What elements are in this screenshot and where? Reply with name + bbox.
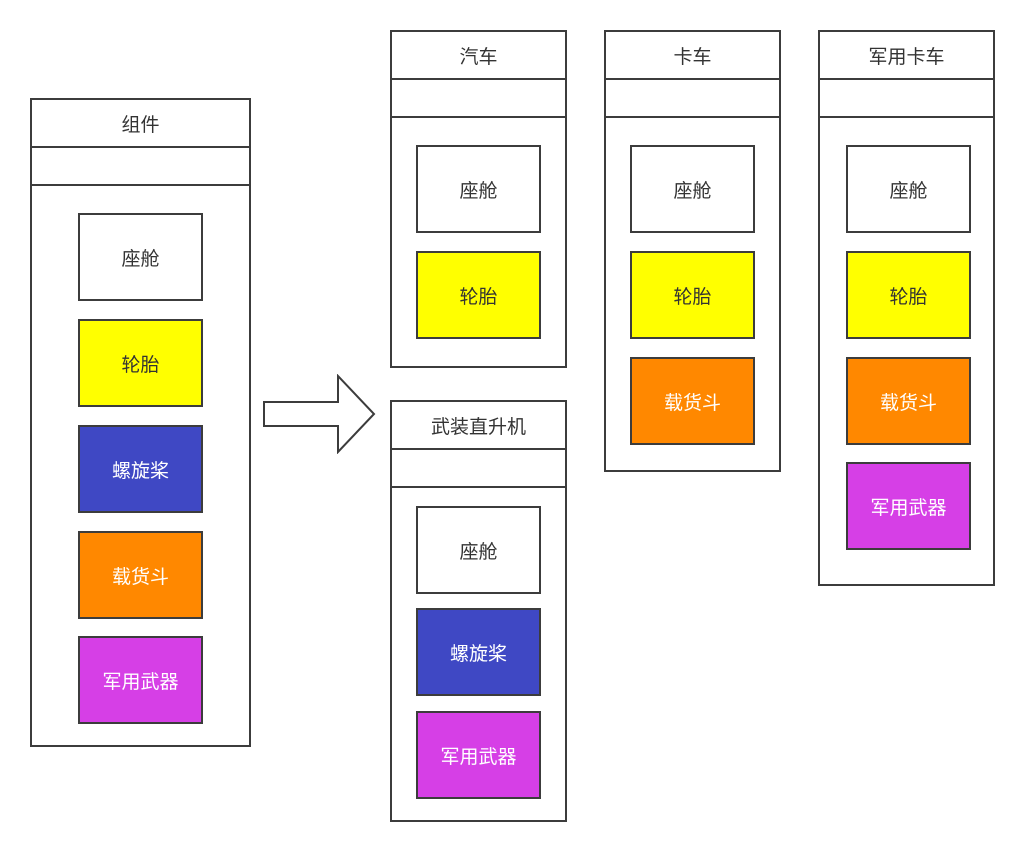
- truck-panel-title: 卡车: [606, 32, 779, 80]
- military-truck-weapon-block: 军用武器: [846, 462, 971, 550]
- car-panel-attributes: [392, 80, 565, 118]
- component-cockpit-block: 座舱: [78, 213, 203, 301]
- components-panel: 组件 座舱 轮胎 螺旋桨 载货斗 军用武器: [30, 98, 251, 747]
- components-panel-title: 组件: [32, 100, 249, 148]
- truck-tire-block: 轮胎: [630, 251, 755, 339]
- component-tire-block: 轮胎: [78, 319, 203, 407]
- helicopter-panel-title: 武装直升机: [392, 402, 565, 450]
- component-cargo-bed-block: 载货斗: [78, 531, 203, 619]
- military-truck-cockpit-block: 座舱: [846, 145, 971, 233]
- truck-cargo-bed-block: 载货斗: [630, 357, 755, 445]
- helicopter-cockpit-block: 座舱: [416, 506, 541, 594]
- truck-panel-attributes: [606, 80, 779, 118]
- components-panel-attributes: [32, 148, 249, 186]
- military-truck-cargo-bed-block: 载货斗: [846, 357, 971, 445]
- helicopter-panel: 武装直升机 座舱 螺旋桨 军用武器: [390, 400, 567, 822]
- car-cockpit-block: 座舱: [416, 145, 541, 233]
- military-truck-tire-block: 轮胎: [846, 251, 971, 339]
- car-panel-title: 汽车: [392, 32, 565, 80]
- car-tire-block: 轮胎: [416, 251, 541, 339]
- helicopter-panel-attributes: [392, 450, 565, 488]
- truck-cockpit-block: 座舱: [630, 145, 755, 233]
- military-truck-panel-attributes: [820, 80, 993, 118]
- military-truck-panel-title: 军用卡车: [820, 32, 993, 80]
- helicopter-weapon-block: 军用武器: [416, 711, 541, 799]
- component-weapon-block: 军用武器: [78, 636, 203, 724]
- military-truck-panel: 军用卡车 座舱 轮胎 载货斗 军用武器: [818, 30, 995, 586]
- car-panel: 汽车 座舱 轮胎: [390, 30, 567, 368]
- truck-panel: 卡车 座舱 轮胎 载货斗: [604, 30, 781, 472]
- right-arrow-icon: [263, 374, 376, 454]
- component-propeller-block: 螺旋桨: [78, 425, 203, 513]
- helicopter-propeller-block: 螺旋桨: [416, 608, 541, 696]
